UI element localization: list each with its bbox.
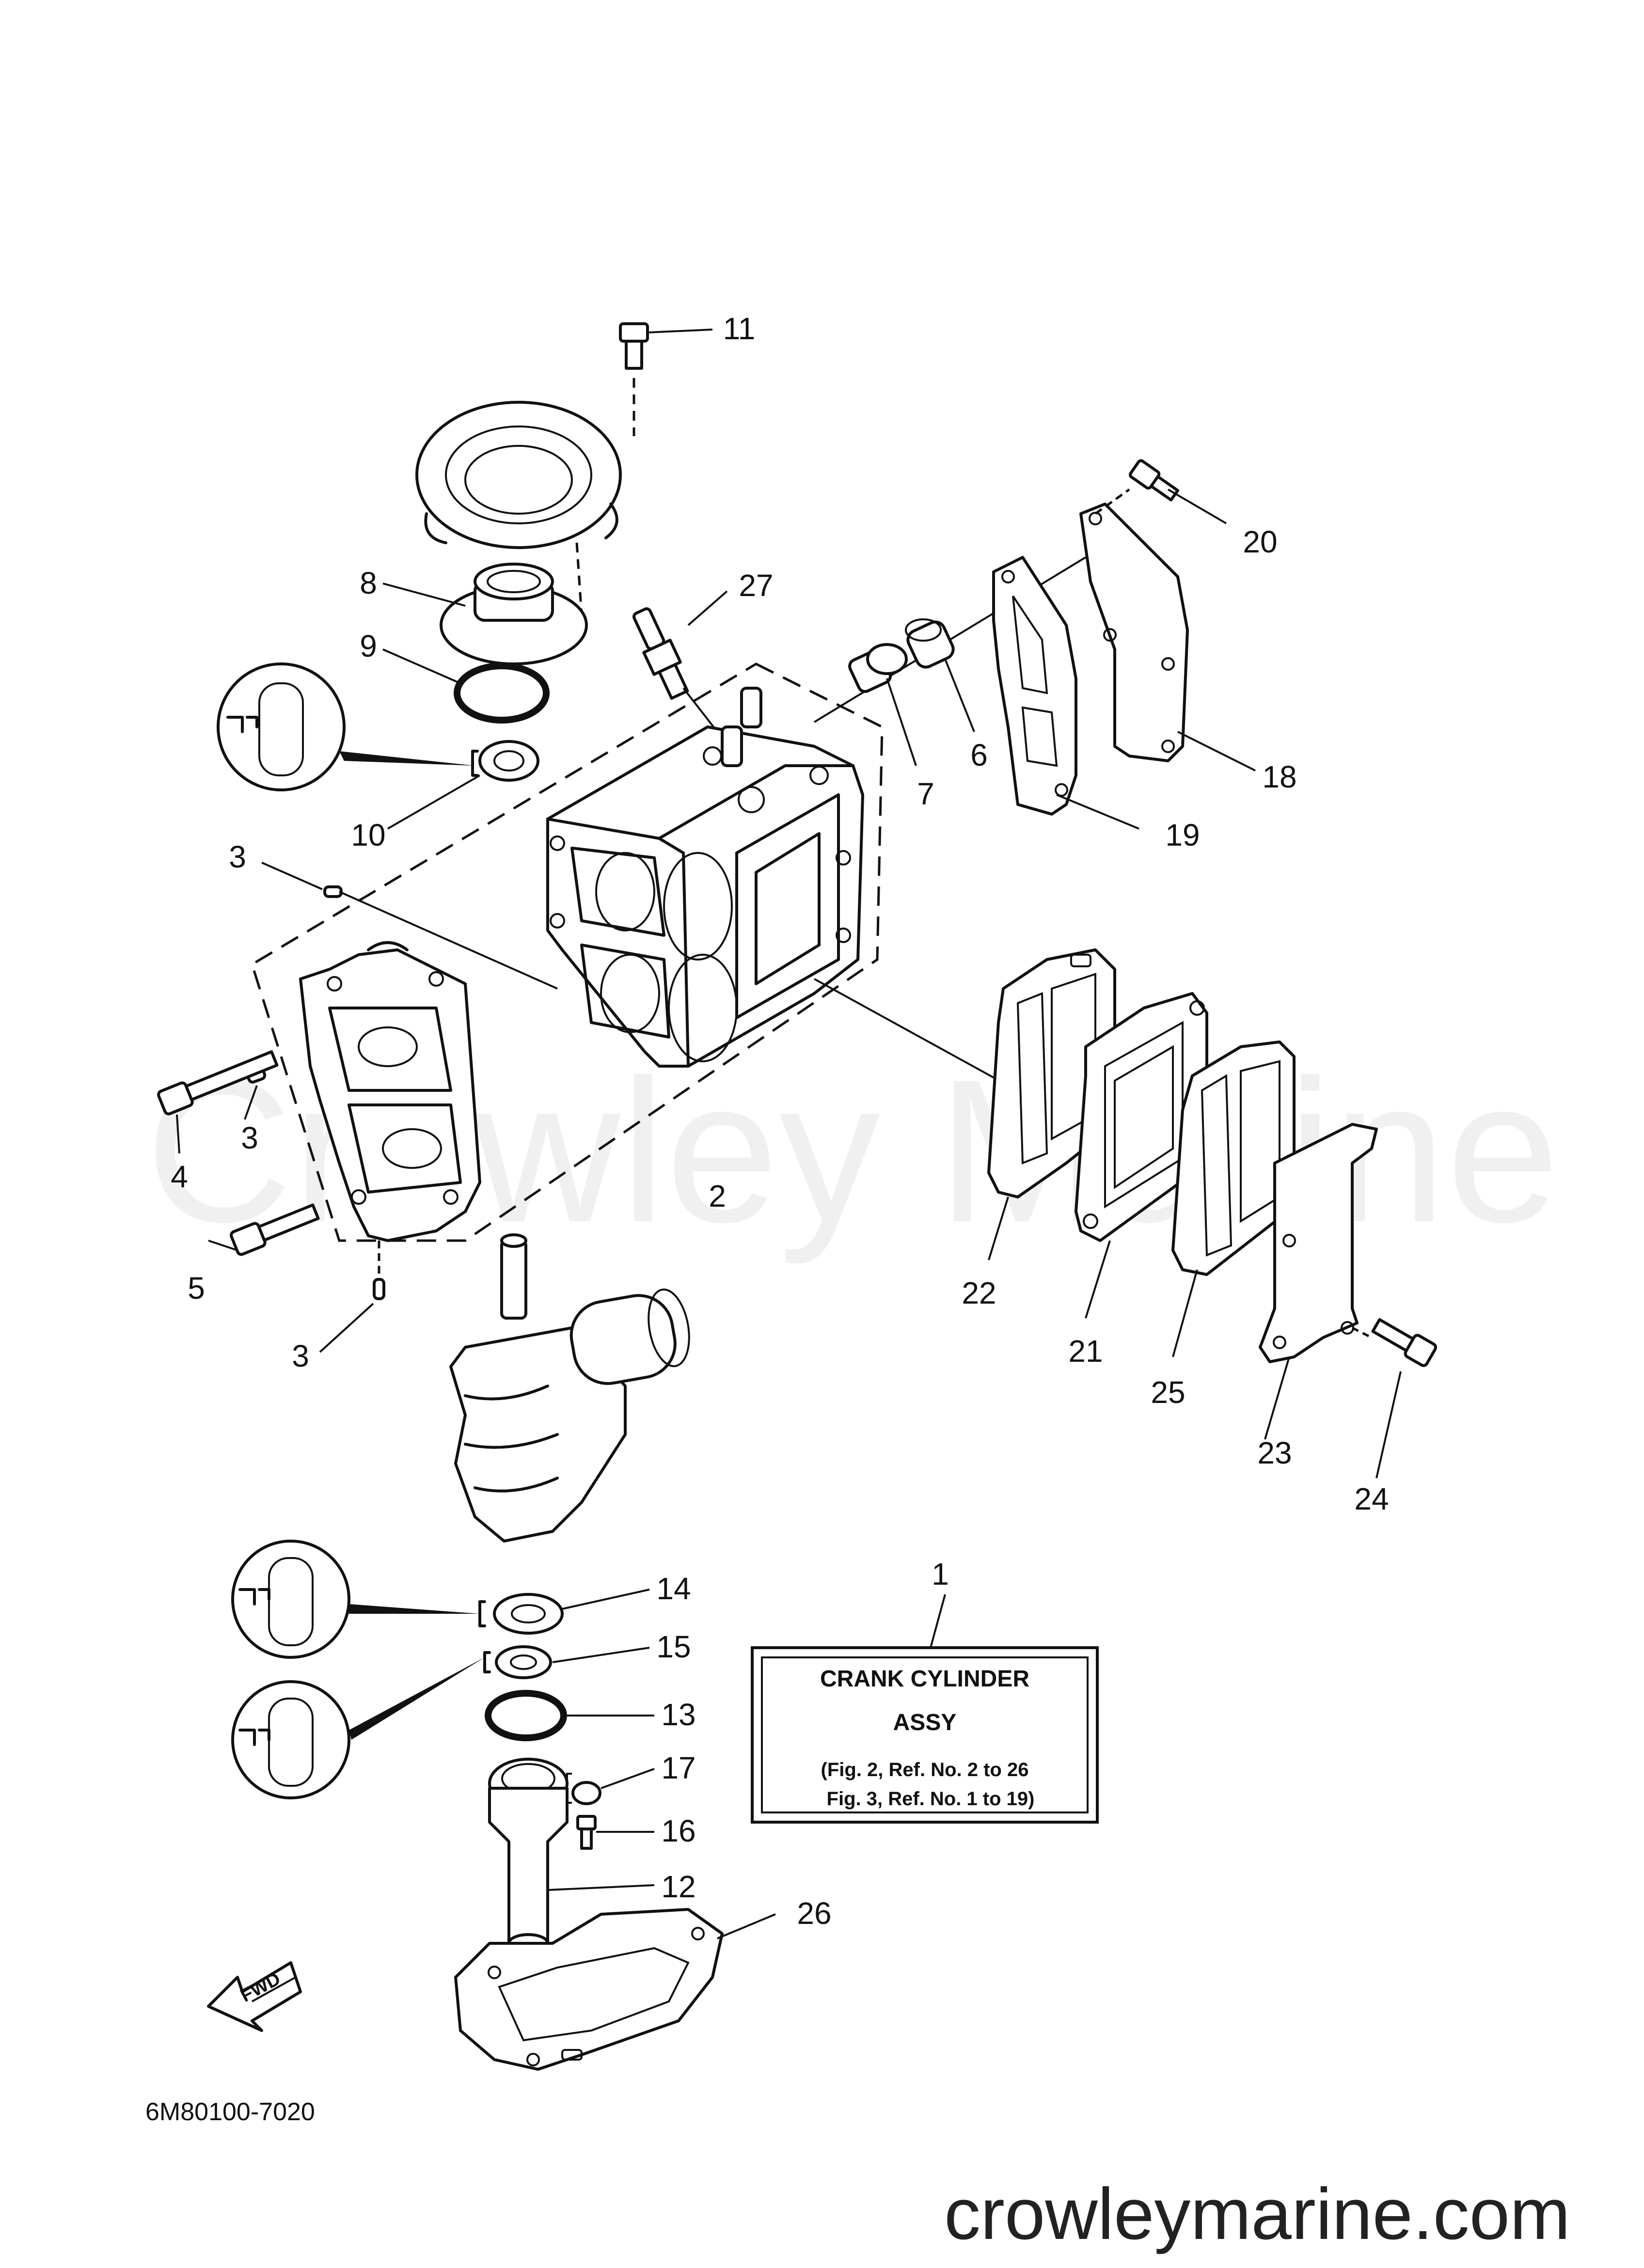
part-26-gasket [454, 1908, 776, 2071]
callout-27: 27 [739, 568, 773, 603]
callout-25: 25 [1151, 1375, 1185, 1410]
callout-1: 1 [932, 1557, 949, 1591]
part-16-bolt [576, 1815, 654, 1850]
callout-4: 4 [171, 1159, 188, 1194]
part-23-plate [1259, 1123, 1378, 1440]
callout-5: 5 [188, 1271, 205, 1306]
callout-23: 23 [1257, 1435, 1292, 1470]
site-footer-text: crowleymarine.com [944, 2173, 1570, 2254]
callout-3a: 3 [229, 839, 246, 874]
part-14-oil-seal [478, 1589, 650, 1635]
assy-box-line3: (Fig. 2, Ref. No. 2 to 26 [821, 1759, 1029, 1780]
callout-13: 13 [661, 1697, 696, 1732]
part-20-bolt [1094, 459, 1227, 524]
part-7-thermostat [848, 643, 917, 766]
part-4-bolt [157, 1050, 279, 1154]
fwd-arrow-icon: FWD [207, 1961, 302, 2032]
assy-box-line1: CRANK CYLINDER [820, 1666, 1029, 1692]
part-9-o-ring [382, 648, 550, 724]
callout-8: 8 [360, 566, 377, 600]
part-13-o-ring [485, 1690, 654, 1741]
callout-9: 9 [360, 629, 377, 663]
callout-18: 18 [1262, 759, 1296, 794]
assy-box-line4: Fig. 3, Ref. No. 1 to 19) [827, 1788, 1035, 1810]
part-6-thermostat-cover [905, 618, 975, 732]
callout-19: 19 [1165, 818, 1200, 852]
magnifier-detail-middle [231, 1540, 480, 1659]
part-18-exhaust-cover [1079, 503, 1256, 772]
callout-15: 15 [656, 1629, 691, 1664]
callout-2: 2 [709, 1179, 726, 1213]
part-10-oil-seal [387, 740, 539, 830]
callout-6: 6 [970, 738, 988, 772]
assy-box-line2: ASSY [893, 1710, 957, 1735]
magnifier-detail-top [217, 662, 475, 791]
part-21-reed-valve [1075, 992, 1208, 1319]
callout-3c: 3 [292, 1339, 309, 1373]
callout-20: 20 [1243, 524, 1277, 559]
crank-cylinder-assy-box: CRANK CYLINDER ASSY (Fig. 2, Ref. No. 2 … [751, 1646, 1099, 1824]
callout-14: 14 [656, 1571, 691, 1606]
callout-3b: 3 [241, 1120, 258, 1155]
callout-17: 17 [661, 1750, 696, 1785]
part-5-bolt [208, 1203, 320, 1256]
part-11-bolt [619, 322, 713, 436]
part-19-gasket [992, 556, 1139, 830]
part-crankcase [299, 941, 481, 1242]
callout-26: 26 [797, 1896, 831, 1931]
part-17-washer [566, 1768, 655, 1805]
callout-labels: 1 2 3 3 3 4 5 6 7 8 9 10 11 12 13 14 15 … [171, 311, 1389, 1931]
callout-7: 7 [917, 776, 934, 811]
part-27-spark-plug [632, 590, 728, 733]
part-8-housing [382, 563, 588, 665]
diagram-code: 6M80100-7020 [145, 2098, 315, 2126]
part-1-leader [930, 1594, 946, 1648]
magnifier-detail-bottom [231, 1657, 485, 1799]
part-24-bolt [1351, 1318, 1438, 1479]
part-cover-plate [415, 401, 622, 616]
part-2-cylinder-block [251, 556, 1087, 1242]
callout-10: 10 [351, 818, 385, 852]
callout-12: 12 [661, 1869, 696, 1904]
callout-22: 22 [962, 1276, 996, 1310]
part-3-dowel-pins [244, 862, 558, 1353]
part-crankshaft [449, 1233, 690, 1543]
callout-21: 21 [1068, 1334, 1103, 1369]
callout-24: 24 [1354, 1481, 1389, 1516]
callout-16: 16 [661, 1813, 696, 1848]
part-15-seal [483, 1645, 650, 1679]
callout-11: 11 [723, 311, 755, 346]
